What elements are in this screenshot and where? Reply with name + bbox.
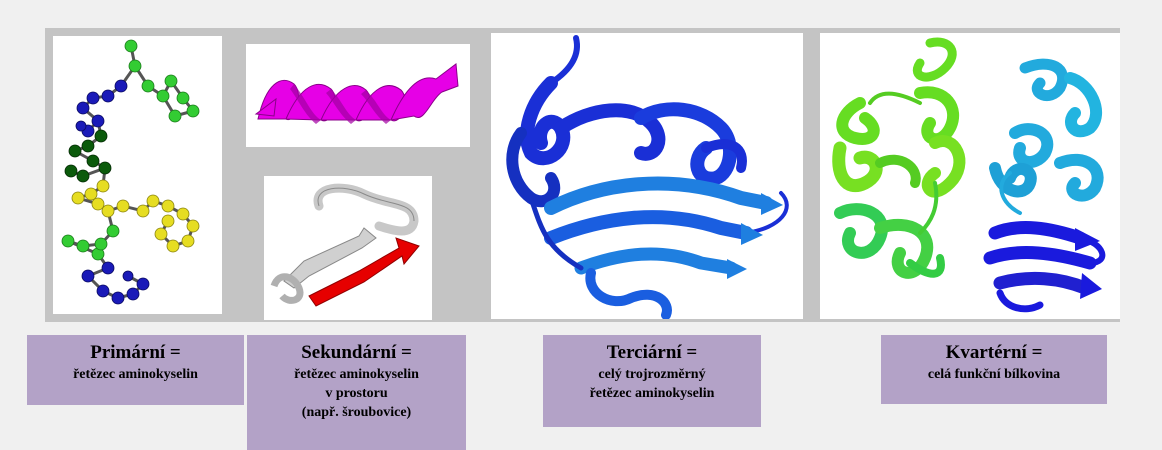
alpha-helix-image <box>246 44 470 147</box>
tertiary-description-line-2: řetězec aminokyselin <box>543 384 761 403</box>
tertiary-ribbon <box>491 33 803 319</box>
quaternary-ribbon <box>820 33 1120 319</box>
atoms-yellow <box>72 180 199 252</box>
tertiary-label: Terciární = celý trojrozměrný řetězec am… <box>543 335 761 427</box>
beta-sheet-image <box>264 176 432 320</box>
quaternary-label: Kvartérní = celá funkční bílkovina <box>881 335 1107 404</box>
tertiary-description-line-1: celý trojrozměrný <box>543 365 761 384</box>
alpha-helix-ribbon <box>246 44 470 147</box>
atoms-dark-green <box>65 130 111 182</box>
tertiary-structure-image <box>491 33 803 319</box>
secondary-description-line-1: řetězec aminokyselin <box>247 365 466 384</box>
quaternary-description: celá funkční bílkovina <box>881 365 1107 384</box>
beta-sheet-ribbon <box>264 176 432 320</box>
primary-structure-image <box>53 36 222 314</box>
secondary-label: Sekundární = řetězec aminokyselin v pros… <box>247 335 466 450</box>
ball-stick-model <box>53 36 222 314</box>
secondary-description-line-3: (např. šroubovice) <box>247 403 466 422</box>
quaternary-structure-image <box>820 33 1120 319</box>
primary-title: Primární = <box>27 341 244 365</box>
primary-label: Primární = řetězec aminokyselin <box>27 335 244 405</box>
quaternary-title: Kvartérní = <box>881 341 1107 365</box>
primary-description: řetězec aminokyselin <box>27 365 244 384</box>
secondary-description-line-2: v prostoru <box>247 384 466 403</box>
secondary-title: Sekundární = <box>247 341 466 365</box>
tertiary-title: Terciární = <box>543 341 761 365</box>
